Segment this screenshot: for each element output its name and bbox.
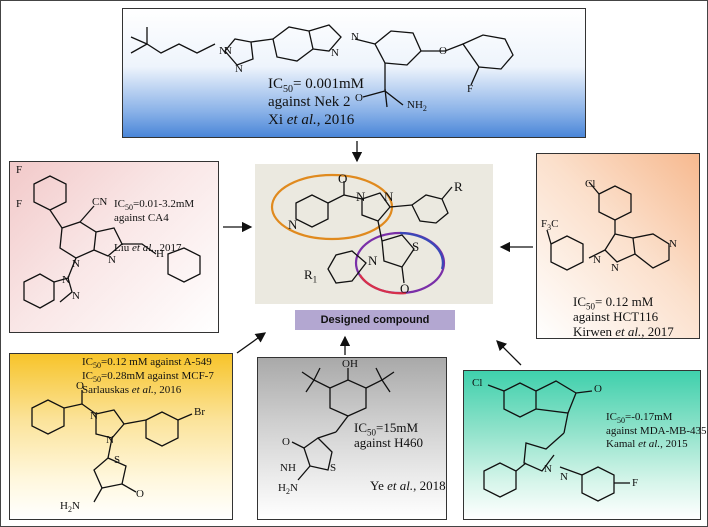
lt-nh-atom: H [156,248,164,260]
designed-r-atom: R [454,179,463,194]
arrow-bottom-right [496,340,522,366]
designed-n1-atom: N [356,189,366,204]
bl-n2-atom: N [106,434,114,446]
bottom-left-structure [31,390,193,503]
indazole-n1-atom: N [351,31,359,43]
bl-citation: Sarlauskas et al., 2016 [82,384,182,396]
bl-o1-atom: O [76,380,84,392]
designed-structure [270,173,453,295]
designed-o1-atom: O [338,171,348,186]
fluorine-atom: F [467,83,474,95]
bl-br-atom: Br [194,406,205,418]
bottom-middle-compound-box: OH O NH S H2N IC50=15mM against H460 Ye … [257,357,447,520]
bottom-right-compound-box: Cl O N N F IC50=-0.17mM against MDA-MB-4… [463,370,707,520]
bottom-right-structure [483,380,630,502]
pyrazole-n2-atom: N [235,63,243,75]
rm-n2-atom: N [593,254,601,266]
top-target: against Nek 2 [268,94,351,110]
top-citation: Xi et al., 2016 [268,112,355,128]
amide-o-atom: O [355,92,363,104]
br-citation: Kamal et al., 2015 [606,438,688,450]
designed-compound-box: O N N N R R1 N S O [255,164,493,304]
lt-cn-atom: CN [92,196,108,208]
right-structure [546,181,670,271]
bl-h2n-atom: H2N [60,500,80,515]
br-n1-atom: N [544,463,552,475]
br-n2-atom: N [560,471,568,483]
right-compound-box: Cl F3C N N N IC50= 0.12 mM against HCT11… [536,153,700,339]
bm-citation: Ye et al., 2018 [370,478,446,493]
n-dimethyl-atom: N [224,45,232,57]
designed-compound-label: Designed compound [295,310,455,330]
br-ic50-line: IC50=-0.17mM [606,411,673,426]
bl-n1-atom: N [90,410,98,422]
ether-o-atom: O [439,45,447,57]
top-ic50-line: IC50= 0.001mM [268,76,364,95]
br-cl-atom: Cl [472,377,483,389]
lt-f1-atom: F [16,164,23,176]
bottom-middle-structure [291,367,395,481]
lt-n2-atom: N [108,254,116,266]
bm-ic50-line: IC50=15mM [354,420,419,438]
left-top-compound-box: F F CN N N N N H IC50=0.01-3.2mM against… [9,161,219,333]
lt-target: against CA4 [114,212,169,224]
arrow-bottom-left [236,332,267,354]
bottom-left-compound-box: IC50=0.12 mM against A-549 IC50=0.28mM a… [9,353,233,520]
designed-pyridine-n-atom: N [288,217,298,232]
bm-nh-atom: NH [280,462,296,474]
rm-ic50-line: IC50= 0.12 mM [573,294,654,312]
rm-cl-atom: Cl [585,178,596,190]
bm-h2n-atom: H2N [278,482,298,497]
bm-target: against H460 [354,435,423,450]
lt-n1-atom: N [72,258,80,270]
amide-nh2-atom: NH2 [407,99,427,114]
lt-n4-atom: N [72,290,80,302]
br-target: against MDA-MB-435 [606,425,707,437]
rm-citation: Kirwen et al., 2017 [573,324,674,339]
lt-citation: Liu et al., 2017 [114,242,182,254]
rm-n3-atom: N [611,262,619,274]
lt-f2-atom: F [16,198,23,210]
rm-n1-atom: N [669,238,677,250]
br-f-atom: F [632,477,639,489]
bm-o-atom: O [282,436,290,448]
bl-ic50-line2: IC50=0.28mM against MCF-7 [82,370,214,385]
indazole-n2-atom: N [331,47,339,59]
designed-n2-atom: N [384,189,394,204]
designed-o2-atom: O [400,281,410,296]
lt-ic50-line: IC50=0.01-3.2mM [114,198,195,213]
left-top-structure [23,175,201,309]
br-o-atom: O [594,383,602,395]
designed-n3-atom: N [368,253,378,268]
rm-target: against HCT116 [573,309,659,324]
bl-s-atom: S [114,454,121,466]
bm-oh-atom: OH [342,358,358,370]
bm-s-atom: S [330,462,337,474]
designed-s-atom: S [412,239,420,254]
top-compound-box: N N N N N O F O NH2 IC50= 0.001mM agains… [122,8,586,138]
designed-r1-atom: R1 [304,267,318,285]
bl-o2-atom: O [136,488,144,500]
lt-n3-atom: N [62,274,70,286]
top-structure [130,24,514,108]
bl-ic50-line1: IC50=0.12 mM against A-549 [82,356,212,371]
rm-cf3-group: F3C [541,218,559,233]
pyrazole-n1-atom: N [219,45,227,57]
